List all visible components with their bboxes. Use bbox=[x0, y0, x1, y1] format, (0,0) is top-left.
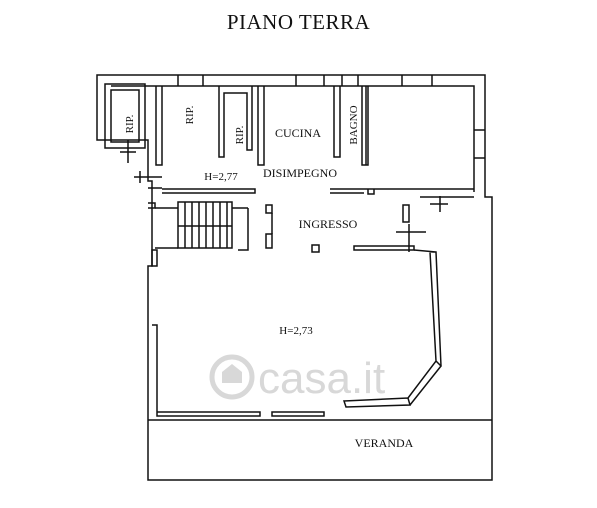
height-label-main: H=2,73 bbox=[279, 325, 313, 337]
pillar bbox=[311, 244, 320, 253]
room-label-rip-1: RIP. bbox=[124, 114, 136, 133]
main-hall-walls bbox=[151, 249, 443, 417]
room-label-rip-2: RIP. bbox=[184, 105, 196, 124]
watermark: casa.it bbox=[209, 354, 385, 403]
watermark-text: casa.it bbox=[258, 354, 385, 403]
height-label-upper: H=2,77 bbox=[204, 171, 238, 183]
ingresso-walls bbox=[155, 204, 415, 251]
staircase bbox=[177, 201, 233, 249]
partition-walls bbox=[155, 86, 369, 166]
corridor-walls bbox=[148, 187, 474, 209]
outer-perimeter bbox=[96, 74, 493, 481]
closet-rip-1 bbox=[104, 83, 146, 149]
room-label-ingresso: INGRESSO bbox=[299, 217, 358, 231]
outer-wall-inner bbox=[111, 85, 475, 192]
room-label-rip-3: RIP. bbox=[234, 125, 246, 144]
house-icon bbox=[209, 354, 255, 400]
room-label-cucina: CUCINA bbox=[275, 126, 321, 140]
top-windows bbox=[177, 75, 485, 159]
room-label-disimpegno: DISIMPEGNO bbox=[263, 166, 337, 180]
door-markers bbox=[120, 140, 448, 252]
room-label-bagno: BAGNO bbox=[348, 105, 360, 144]
room-label-veranda: VERANDA bbox=[355, 436, 414, 450]
plan-title: PIANO TERRA bbox=[226, 10, 371, 34]
